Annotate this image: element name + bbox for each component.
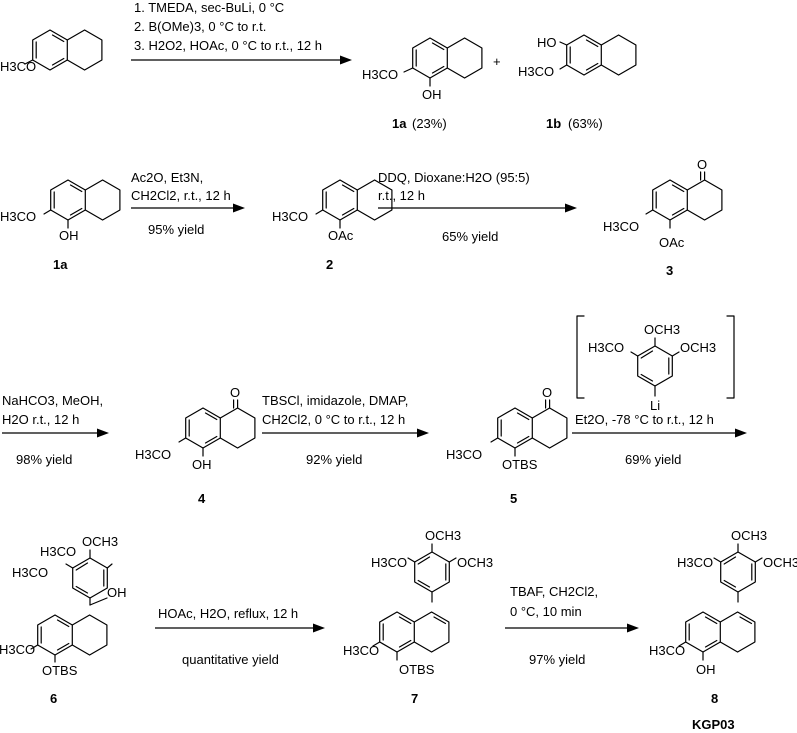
compound-label-6: 6 — [50, 691, 57, 706]
yield-step: 92% yield — [306, 452, 362, 467]
reagents-line-1: Et2O, -78 °C to r.t., 12 h — [575, 412, 714, 427]
reaction-arrow-4: NaHCO3, MeOH, H2O r.t., 12 h 98% yield — [2, 393, 109, 467]
compound-1a: H3CO OH 1a — [0, 179, 121, 272]
reaction-arrow-3: DDQ, Dioxane:H2O (95:5) r.t., 12 h 65% y… — [378, 170, 577, 244]
tbs-ether-label: OTBS — [42, 663, 78, 678]
methoxy-label: H3CO — [0, 59, 36, 74]
hydroxyl-label: OH — [107, 585, 127, 600]
methoxy-right-label: OCH3 — [763, 555, 797, 570]
compound-5: O H3CO OTBS 5 — [446, 385, 568, 506]
reaction-arrow-2: Ac2O, Et3N, CH2Cl2, r.t., 12 h 95% yield — [131, 170, 245, 237]
methoxy-left-label: H3CO — [588, 340, 624, 355]
methoxy-left-label: H3CO — [677, 555, 713, 570]
reagents-line-1: TBAF, CH2Cl2, — [510, 584, 598, 599]
methoxy-label: H3CO — [446, 447, 482, 462]
reagents-line-1: HOAc, H2O, reflux, 12 h — [158, 606, 298, 621]
reagents-line-2: r.t., 12 h — [378, 188, 425, 203]
yield-step: 98% yield — [16, 452, 72, 467]
hydroxyl-label: OH — [696, 662, 716, 677]
hydroxyl-label: OH — [59, 228, 79, 243]
yield-step: 95% yield — [148, 222, 204, 237]
compound-label-2: 2 — [326, 257, 333, 272]
conditions-step-1: 1. TMEDA, sec-BuLi, 0 °C — [134, 0, 284, 15]
methoxy-top-label: OCH3 — [644, 322, 680, 337]
aryllithium-reagent: OCH3 H3CO OCH3 Li — [576, 315, 735, 413]
methoxy-label: H3CO — [518, 64, 554, 79]
methoxy-label: H3CO — [0, 642, 35, 657]
compound-4: O H3CO OH 4 — [135, 385, 256, 506]
methoxy-label: H3CO — [362, 67, 398, 82]
carbonyl-label: O — [697, 157, 707, 172]
hydroxyl-label: HO — [537, 35, 557, 50]
methoxy-mid-label: H3CO — [12, 565, 48, 580]
reagents-line-2: H2O r.t., 12 h — [2, 412, 79, 427]
conditions-step-2: 2. B(OMe)3, 0 °C to r.t. — [134, 19, 266, 34]
reagents-line-1: Ac2O, Et3N, — [131, 170, 203, 185]
tbs-ether-label: OTBS — [502, 457, 538, 472]
hydroxyl-label: OH — [422, 87, 442, 102]
methoxy-label: H3CO — [272, 209, 308, 224]
compound-code-kgp03: KGP03 — [692, 717, 735, 732]
reaction-arrow-8: TBAF, CH2Cl2, 0 °C, 10 min 97% yield — [505, 584, 639, 667]
compound-label-3: 3 — [666, 263, 673, 278]
methoxy-top-label: OCH3 — [82, 534, 118, 549]
tbs-ether-label: OTBS — [399, 662, 435, 677]
methoxy-label: H3CO — [343, 643, 379, 658]
methoxy-label: H3CO — [0, 209, 36, 224]
methoxy-top-left-label: H3CO — [40, 544, 76, 559]
yield-1a: (23%) — [412, 116, 447, 131]
reagents-line-1: NaHCO3, MeOH, — [2, 393, 103, 408]
compound-7: OCH3 H3CO OCH3 H3CO OTBS 7 — [343, 528, 493, 706]
reaction-arrow-7: HOAc, H2O, reflux, 12 h quantitative yie… — [155, 606, 325, 667]
reaction-arrow-1: 1. TMEDA, sec-BuLi, 0 °C 2. B(OMe)3, 0 °… — [131, 0, 352, 65]
compound-6: H3CO OCH3 H3CO OH H3CO OTBS 6 — [0, 534, 127, 706]
compound-8-kgp03: OCH3 H3CO OCH3 H3CO OH 8 KGP03 — [649, 528, 797, 732]
reaction-arrow-6: Et2O, -78 °C to r.t., 12 h 69% yield — [572, 412, 747, 467]
reaction-arrow-5: TBSCl, imidazole, DMAP, CH2Cl2, 0 °C to … — [262, 393, 429, 467]
compound-label-1a: 1a — [392, 116, 407, 131]
compound-label-7: 7 — [411, 691, 418, 706]
compound-label-5: 5 — [510, 491, 517, 506]
methoxy-label: H3CO — [649, 643, 685, 658]
product-1b: HO H3CO 1b (63%) — [518, 34, 637, 131]
product-1a: H3CO OH 1a (23%) — [362, 37, 483, 131]
reagents-line-2: CH2Cl2, r.t., 12 h — [131, 188, 231, 203]
hydroxyl-label: OH — [192, 457, 212, 472]
compound-label-1b: 1b — [546, 116, 561, 131]
yield-step: 65% yield — [442, 229, 498, 244]
methoxy-left-label: H3CO — [371, 555, 407, 570]
carbonyl-label: O — [542, 385, 552, 400]
compound-label-1a: 1a — [53, 257, 68, 272]
yield-step: 69% yield — [625, 452, 681, 467]
lithium-label: Li — [650, 398, 660, 413]
compound-label-4: 4 — [198, 491, 206, 506]
reagents-line-1: TBSCl, imidazole, DMAP, — [262, 393, 408, 408]
yield-1b: (63%) — [568, 116, 603, 131]
conditions-step-3: 3. H2O2, HOAc, 0 °C to r.t., 12 h — [134, 38, 322, 53]
yield-step: quantitative yield — [182, 652, 279, 667]
methoxy-right-label: OCH3 — [457, 555, 493, 570]
reagents-line-2: CH2Cl2, 0 °C to r.t., 12 h — [262, 412, 405, 427]
start-material-6-methoxytetralin: H3CO — [0, 29, 103, 74]
methoxy-top-label: OCH3 — [425, 528, 461, 543]
methoxy-label: H3CO — [135, 447, 171, 462]
acetoxy-label: OAc — [328, 228, 354, 243]
compound-2: H3CO OAc 2 — [272, 179, 393, 272]
methoxy-right-label: OCH3 — [680, 340, 716, 355]
reagents-line-2: 0 °C, 10 min — [510, 604, 582, 619]
methoxy-top-label: OCH3 — [731, 528, 767, 543]
compound-label-8: 8 — [711, 691, 718, 706]
carbonyl-label: O — [230, 385, 240, 400]
yield-step: 97% yield — [529, 652, 585, 667]
reagents-line-1: DDQ, Dioxane:H2O (95:5) — [378, 170, 530, 185]
compound-3: O H3CO OAc 3 — [603, 157, 723, 278]
methoxy-label: H3CO — [603, 219, 639, 234]
acetoxy-label: OAc — [659, 235, 685, 250]
plus-sign: + — [493, 54, 501, 69]
